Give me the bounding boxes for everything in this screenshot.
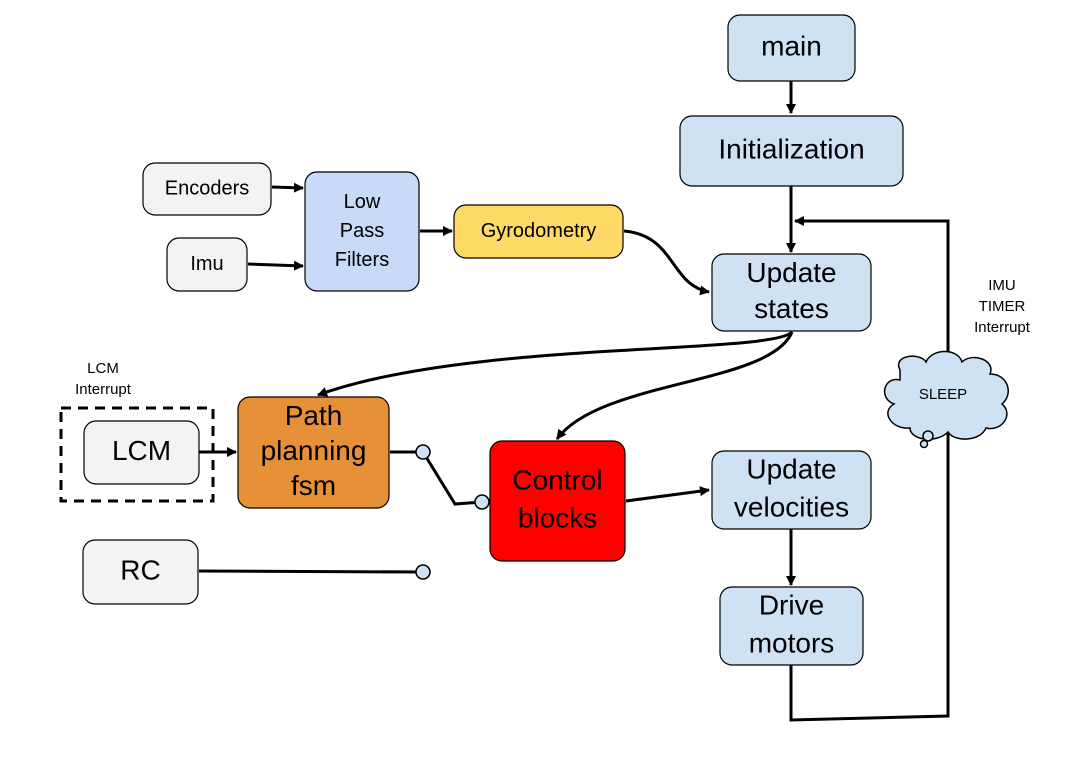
lcm-node-label-line-1: LCM: [112, 435, 171, 466]
path-planning-fsm-node-label-line-2: planning: [261, 435, 367, 466]
update-states-node-label-line-1: Update: [746, 257, 836, 288]
drive-motors-node-box: [719, 586, 864, 666]
encoders-node-label-line-1: Encoders: [165, 177, 250, 199]
control-blocks-node-box: [489, 440, 626, 562]
update-velocities-node-label-line-2: velocities: [734, 491, 849, 522]
switch-contact-rc: [415, 564, 431, 580]
path-planning-fsm-node-label-line-1: Path: [285, 400, 343, 431]
control-blocks-node-label-line-2: blocks: [518, 502, 597, 533]
edge-update-states-to-control-blocks: [555, 331, 794, 440]
path-planning-fsm-node-label-line-3: fsm: [291, 470, 336, 501]
low-pass-filters-node-label-line-1: Low: [344, 191, 381, 213]
edge-gyrodometry-to-update-states: [623, 229, 710, 296]
main-node: main: [727, 14, 856, 82]
edge-encoders-to-filters: [271, 182, 304, 193]
update-states-node-label-line-2: states: [754, 293, 829, 324]
initialization-node-box: [679, 115, 904, 187]
control-blocks-node-label-line-1: Control: [512, 464, 602, 495]
gyrodometry-node-box: [453, 204, 624, 259]
initialization-node: Initialization: [679, 115, 904, 187]
sleep-cloud-shape: [883, 350, 1009, 440]
lcm-interrupt-label-line-2: Interrupt: [75, 381, 132, 398]
lcm-node: LCM: [83, 420, 200, 485]
lcm-interrupt-label-line-1: LCM: [87, 360, 119, 377]
imu-timer-label-line-1: IMU: [988, 277, 1016, 294]
gyrodometry-node-label-line-1: Gyrodometry: [481, 220, 597, 242]
switch-contact-control: [474, 494, 490, 510]
main-node-label-line-1: main: [761, 30, 822, 61]
rc-node-label-line-1: RC: [120, 554, 160, 585]
drive-motors-node-label-line-1: Drive: [759, 589, 824, 620]
switch-path-planning-to-control: [390, 450, 483, 506]
update-velocities-node: Update velocities: [711, 450, 872, 530]
update-states-node: Update states: [711, 253, 872, 332]
lcm-interrupt-boundary: [59, 406, 215, 503]
control-blocks-node: Control blocks: [489, 440, 626, 562]
drive-motors-node-label-line-2: motors: [749, 627, 835, 658]
update-velocities-node-box: [711, 450, 872, 530]
edge-control-blocks-to-update-velocities: [625, 486, 710, 503]
sleep-cloud: [883, 350, 1009, 449]
imu-timer-label-line-2: TIMER: [979, 298, 1026, 315]
low-pass-filters-node-label-line-2: Pass: [340, 220, 384, 242]
encoders-node-box: [142, 162, 272, 216]
gyrodometry-node: Gyrodometry: [453, 204, 624, 259]
path-planning-fsm-node-box: [237, 396, 390, 509]
main-node-box: [727, 14, 856, 82]
update-states-node-box: [711, 253, 872, 332]
sleep-cloud-bubble-large: [922, 430, 934, 442]
sleep-label: SLEEP: [919, 386, 967, 403]
switch-rc-line: [198, 569, 424, 574]
drive-motors-node: Drive motors: [719, 586, 864, 666]
edge-loop-back-to-update-states: [789, 216, 950, 722]
initialization-node-label-line-1: Initialization: [718, 133, 864, 164]
nodes: mainInitializationUpdatestatesUpdatevelo…: [82, 14, 904, 666]
encoders-node: Encoders: [142, 162, 272, 216]
update-velocities-node-label-line-1: Update: [746, 453, 836, 484]
imu-node-box: [166, 237, 248, 292]
sleep-cloud-bubble-small: [919, 439, 929, 449]
connectors: [198, 81, 950, 722]
imu-node: Imu: [166, 237, 248, 292]
rc-node: RC: [82, 539, 199, 605]
switch-contacts: [415, 444, 490, 580]
imu-node-label-line-1: Imu: [190, 253, 223, 275]
low-pass-filters-node-box: [304, 171, 420, 292]
imu-timer-label-line-3: Interrupt: [974, 319, 1031, 336]
path-planning-fsm-node: Path planning fsm: [237, 396, 390, 509]
rc-node-box: [82, 539, 199, 605]
lcm-node-box: [83, 420, 200, 485]
low-pass-filters-node-label-line-3: Filters: [335, 249, 389, 271]
switch-contact-path-planning: [415, 444, 431, 460]
edge-update-states-to-path-planning: [317, 330, 794, 397]
edge-imu-to-filters: [247, 260, 304, 271]
